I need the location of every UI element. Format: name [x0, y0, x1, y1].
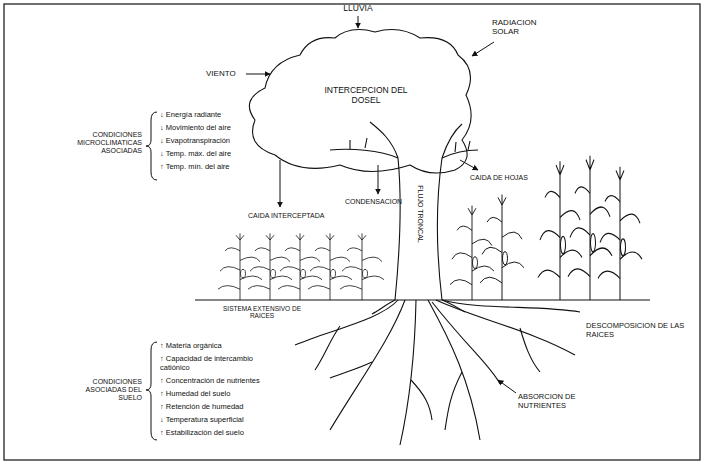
annotation-label: ↑ Capacidad de intercambio catiónico [160, 355, 270, 372]
annotation-label: ↑ Materia orgánica [160, 342, 222, 351]
frame [4, 4, 700, 460]
annotation-label: ↑ Concentración de nutrientes [160, 377, 260, 386]
annotation-label: INTERCEPCION DEL DOSEL [322, 86, 410, 106]
annotation-label: FLUJO TRONCAL [416, 174, 424, 254]
corn-plants [218, 156, 642, 300]
annotation-label: ↑ Estabilización del suelo [160, 429, 244, 438]
annotation-label: ↑ Retención de humedad [160, 403, 243, 412]
annotation-label: DESCOMPOSICION DE LAS RAICES [586, 322, 694, 339]
annotation-label: LLUVIA [338, 4, 378, 14]
annotation-label: SISTEMA EXTENSIVO DE RAICES [222, 305, 302, 320]
annotation-label: ↓ Temp. máx. del aire [160, 150, 231, 159]
annotation-label: ↓ Evapotranspiración [160, 137, 230, 146]
annotation-label: CONDICIONES ASOCIADAS DEL SUELO [66, 378, 142, 402]
process-arrows [246, 16, 516, 393]
annotation-label: CONDENSACION [345, 198, 402, 206]
annotation-label: ↑ Temp. mín. del aire [160, 163, 229, 172]
ground-line [195, 299, 650, 300]
roots [295, 300, 580, 445]
annotation-label: ↑ Humedad del suelo [160, 390, 230, 399]
trunk-branches [330, 122, 478, 300]
brackets [146, 112, 157, 440]
annotation-label: CONDICIONES MICROCLIMATICAS ASOCIADAS [66, 131, 142, 155]
annotation-label: VIENTO [206, 69, 236, 78]
annotation-label: ↓ Energía radiante [160, 111, 221, 120]
canopy [249, 30, 471, 173]
annotation-label: CAIDA DE HOJAS [470, 174, 528, 182]
annotation-label: CAIDA INTERCEPTADA [248, 212, 325, 220]
annotation-label: ABSORCION DE NUTRIENTES [518, 393, 608, 410]
annotation-label: ↓ Temperatura superficial [160, 416, 244, 425]
annotation-label: ↓ Movimiento del aire [160, 124, 231, 133]
annotation-label: RADIACION SOLAR [492, 18, 554, 36]
